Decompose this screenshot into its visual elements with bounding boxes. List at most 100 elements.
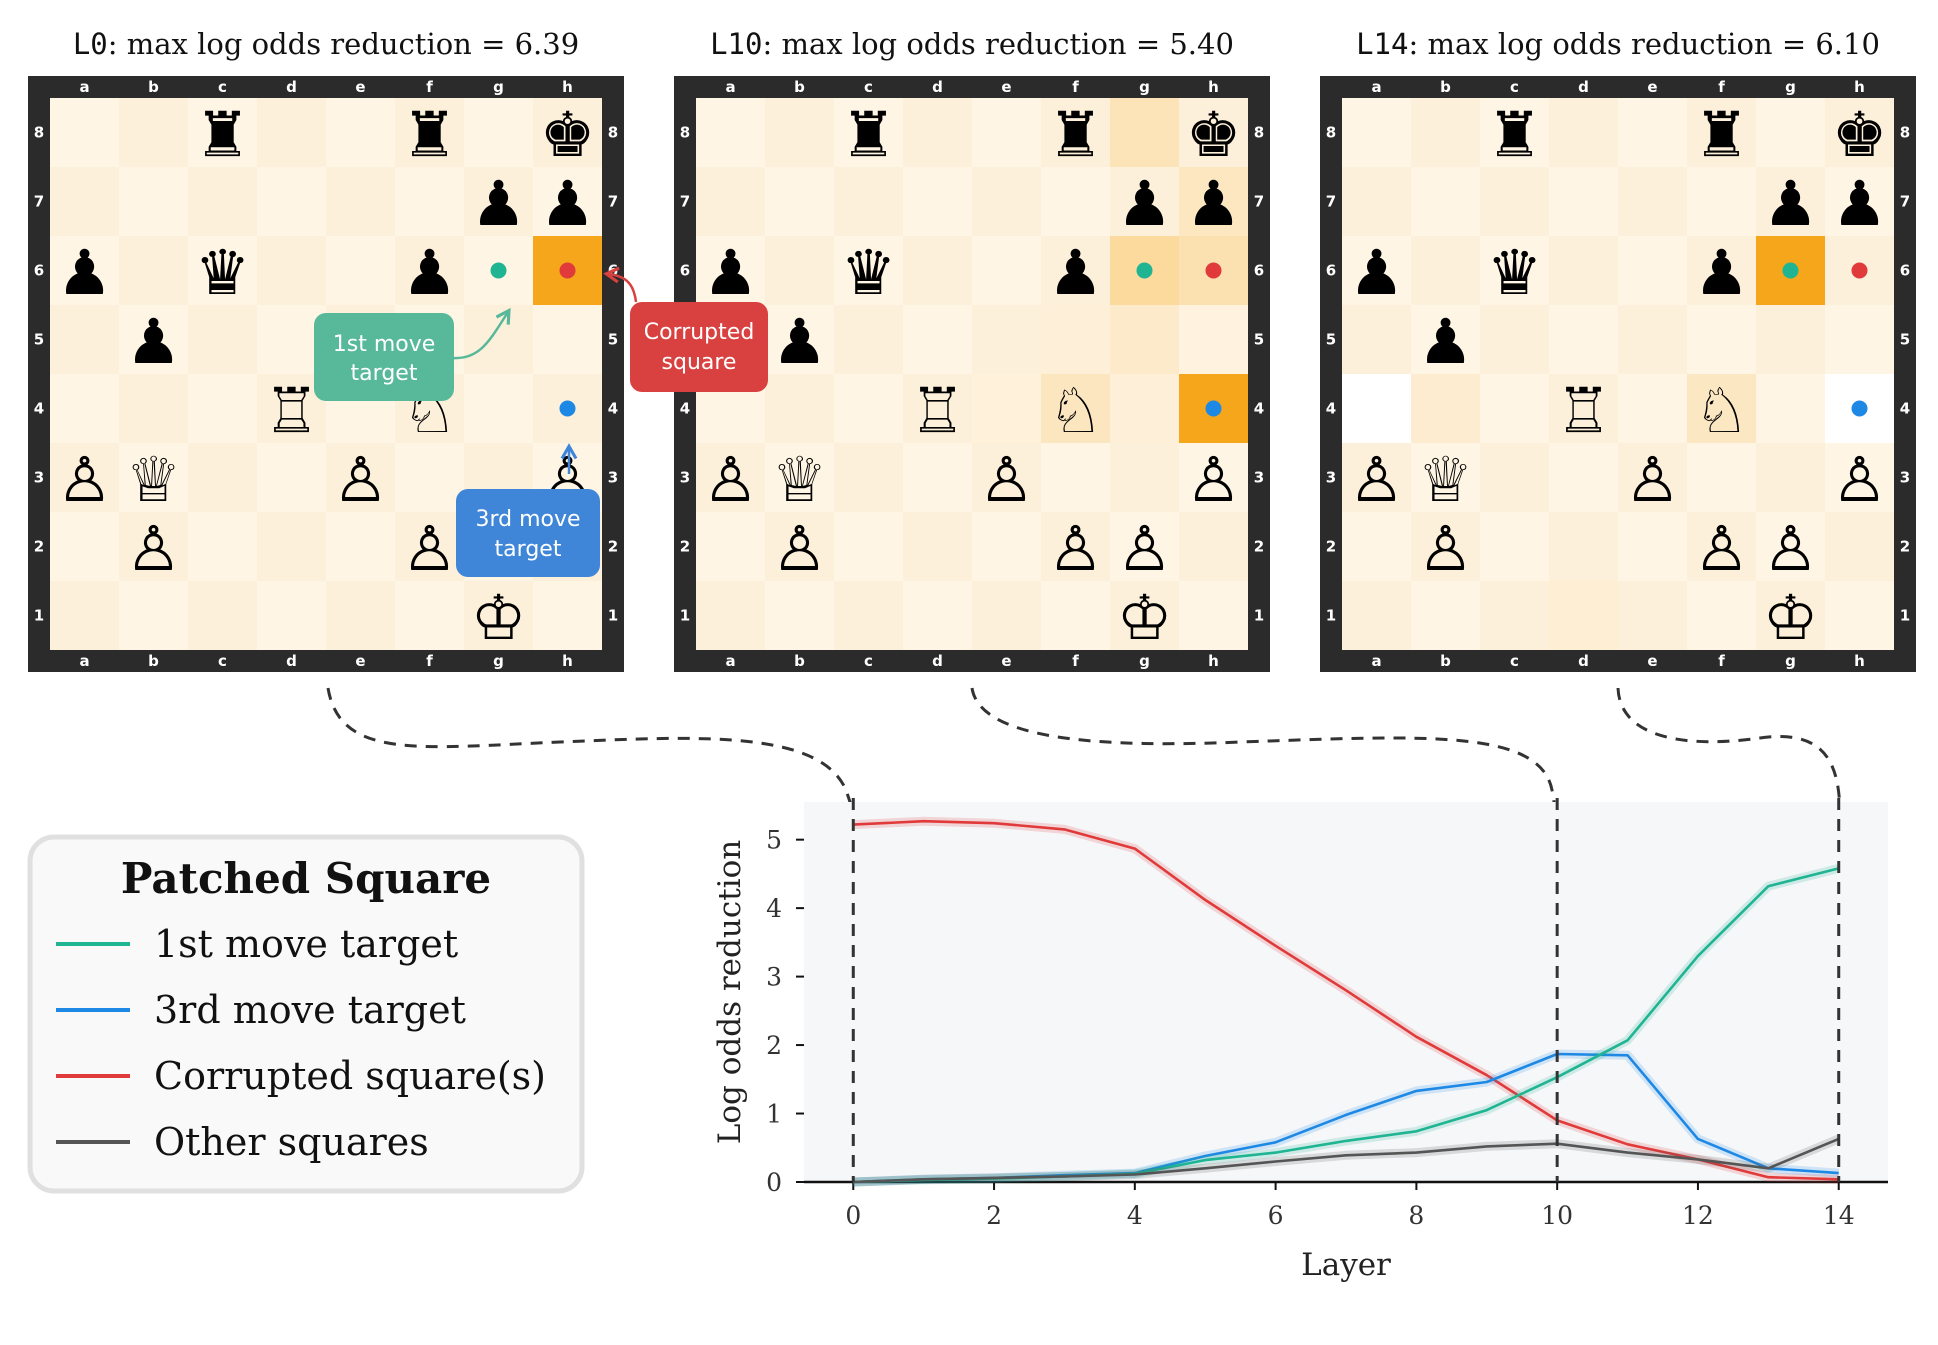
square-b6 <box>1411 236 1480 305</box>
square-c3 <box>834 443 903 512</box>
square-f3 <box>1687 443 1756 512</box>
rank-label: 7 <box>680 193 690 211</box>
rank-label: 5 <box>1326 331 1336 349</box>
file-label: b <box>148 652 159 670</box>
square-h1 <box>1179 581 1248 650</box>
square-d7 <box>1549 167 1618 236</box>
square-c2 <box>1480 512 1549 581</box>
file-label: f <box>426 652 433 670</box>
rank-label: 7 <box>1900 193 1910 211</box>
square-d1 <box>903 581 972 650</box>
file-label: f <box>1072 78 1079 96</box>
file-label: h <box>1854 652 1865 670</box>
board-label: L10: max log odds reduction = 5.40 <box>710 27 1234 61</box>
square-c6 <box>1480 236 1549 305</box>
square-e5 <box>972 305 1041 374</box>
x-tick-label: 6 <box>1268 1201 1284 1230</box>
file-label: g <box>1785 78 1796 96</box>
square-e3 <box>972 443 1041 512</box>
square-d8 <box>257 98 326 167</box>
first-move-callout-line2: target <box>351 361 418 386</box>
piece-e3: ♙ <box>333 443 389 516</box>
y-tick-label: 0 <box>766 1168 782 1197</box>
rank-label: 2 <box>1254 538 1264 556</box>
rank-label: 4 <box>1900 400 1910 418</box>
piece-g7: ♟ <box>1117 167 1173 240</box>
square-c5 <box>1480 305 1549 374</box>
square-a1 <box>1342 581 1411 650</box>
piece-h8: ♚ <box>1186 98 1242 171</box>
square-g7 <box>1756 167 1825 236</box>
square-c7 <box>1480 167 1549 236</box>
square-g1 <box>1756 581 1825 650</box>
piece-h3: ♙ <box>1186 443 1242 516</box>
square-e1 <box>972 581 1041 650</box>
rank-label: 1 <box>1900 607 1910 625</box>
square-g5 <box>464 305 533 374</box>
corrupted-arrow <box>603 266 638 303</box>
square-b6 <box>119 236 188 305</box>
square-b7 <box>1411 167 1480 236</box>
square-c8 <box>1480 98 1549 167</box>
legend-label: 3rd move target <box>154 988 466 1032</box>
piece-e3: ♙ <box>979 443 1035 516</box>
square-f4 <box>1687 374 1756 443</box>
piece-h3: ♙ <box>1832 443 1888 516</box>
series-other <box>853 1134 1841 1187</box>
piece-b2: ♙ <box>126 512 182 585</box>
square-f1 <box>1041 581 1110 650</box>
x-tick-label: 0 <box>845 1201 861 1230</box>
piece-e3: ♙ <box>1625 443 1681 516</box>
square-b4 <box>765 374 834 443</box>
square-b1 <box>1411 581 1480 650</box>
legend-label: 1st move target <box>154 922 458 966</box>
file-label: a <box>725 652 735 670</box>
file-label: h <box>1854 78 1865 96</box>
file-label: a <box>1371 652 1381 670</box>
square-f8 <box>1687 98 1756 167</box>
square-a3 <box>1342 443 1411 512</box>
y-tick-label: 3 <box>766 963 782 992</box>
rank-label: 6 <box>1254 262 1264 280</box>
file-label: h <box>1208 78 1219 96</box>
square-f5 <box>1687 305 1756 374</box>
square-b5 <box>1411 305 1480 374</box>
piece-h8: ♚ <box>540 98 596 171</box>
file-label: a <box>1371 78 1381 96</box>
third-move-callout <box>456 489 600 577</box>
square-d6 <box>1549 236 1618 305</box>
rank-label: 7 <box>608 193 618 211</box>
piece-f4: ♘ <box>1694 374 1750 447</box>
target-dot-first_move <box>1782 262 1799 279</box>
connector-L0 <box>326 687 854 809</box>
rank-label: 3 <box>34 469 44 487</box>
target-dot-corrupted <box>1205 262 1222 279</box>
callouts: 1st move target 3rd move target Corrupte… <box>314 266 768 577</box>
square-b1 <box>765 581 834 650</box>
piece-c6: ♛ <box>841 236 897 309</box>
legend-entry: 1st move target <box>56 922 458 966</box>
piece-h7: ♟ <box>1832 167 1888 240</box>
square-g2 <box>1110 512 1179 581</box>
boards: L0: max log odds reduction = 6.39aabbccd… <box>28 27 1916 672</box>
piece-a6: ♟ <box>1349 236 1405 309</box>
board-label-text: : max log odds reduction = 5.40 <box>762 27 1233 61</box>
rank-label: 5 <box>1254 331 1264 349</box>
piece-d4: ♖ <box>910 374 966 447</box>
square-b8 <box>119 98 188 167</box>
square-d5 <box>903 305 972 374</box>
legend-entry: Other squares <box>56 1120 429 1164</box>
corrupted-callout <box>630 302 768 392</box>
rank-label: 1 <box>1326 607 1336 625</box>
square-b2 <box>1411 512 1480 581</box>
target-dot-first_move <box>1136 262 1153 279</box>
square-e2 <box>326 512 395 581</box>
square-a2 <box>50 512 119 581</box>
square-e4 <box>972 374 1041 443</box>
square-c2 <box>188 512 257 581</box>
square-d3 <box>903 443 972 512</box>
square-a6 <box>696 236 765 305</box>
file-label: b <box>1440 652 1451 670</box>
rank-label: 2 <box>1900 538 1910 556</box>
